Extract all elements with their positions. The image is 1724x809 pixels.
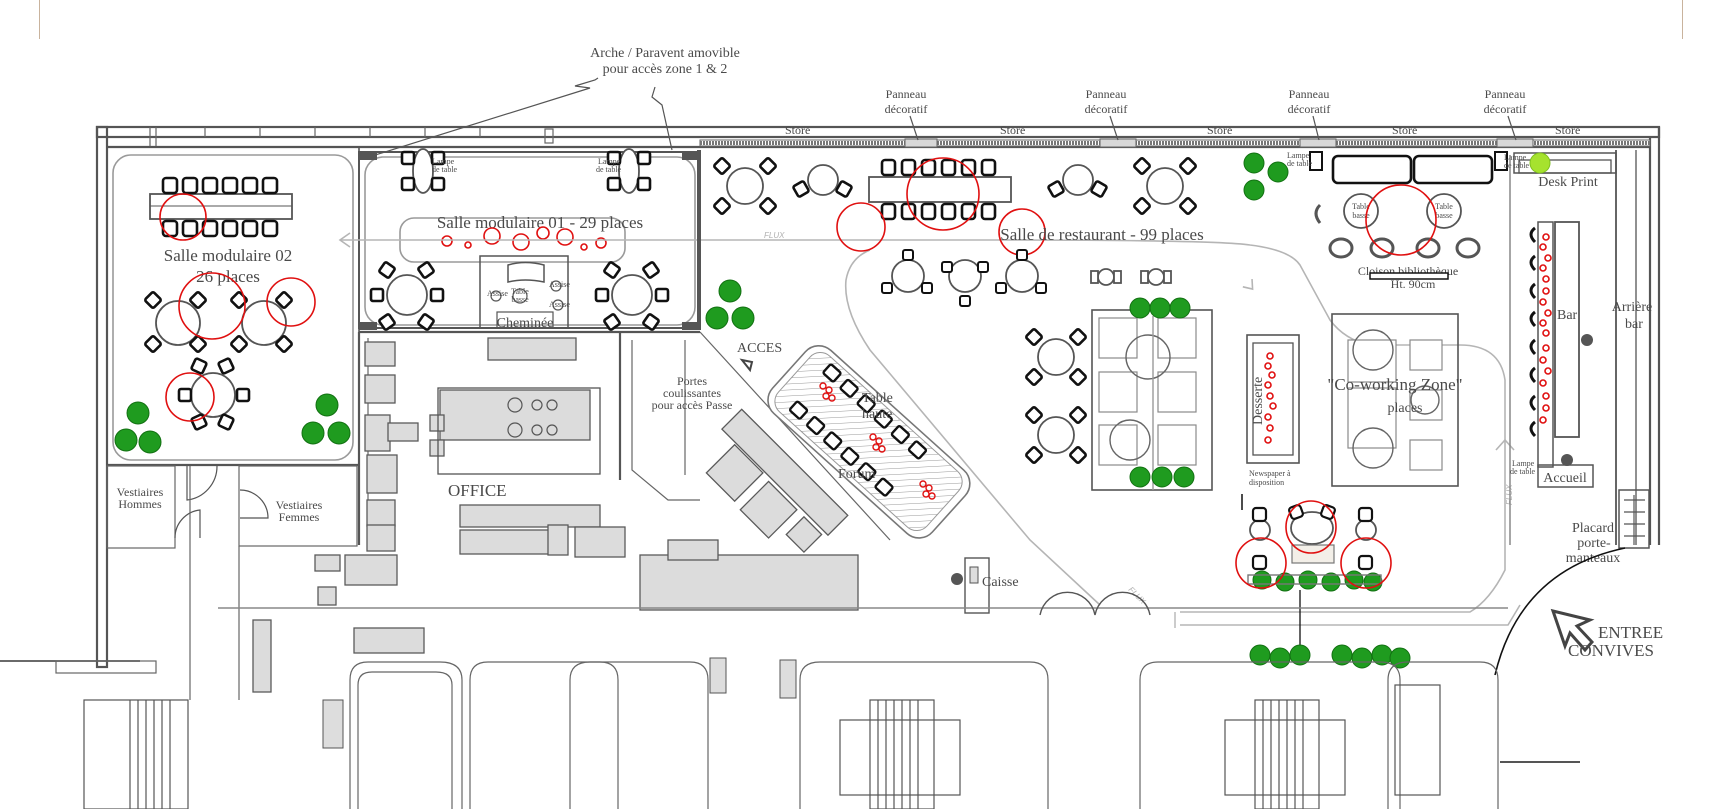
- flux-label: FLUX: [764, 231, 785, 240]
- staff-icon: [951, 573, 963, 585]
- small-tables: [1090, 268, 1172, 286]
- panneau-label: Panneau: [1485, 87, 1526, 101]
- arche-label-line2: pour accès zone 1 & 2: [603, 62, 728, 77]
- acces-arrow-icon: [739, 358, 754, 373]
- vestiaires-femmes-2: Femmes: [279, 510, 320, 524]
- table-basse-label: Table: [1352, 202, 1370, 211]
- assise-label: Assise: [549, 280, 570, 289]
- placard-label-3: manteaux: [1566, 551, 1620, 566]
- acces-label: ACCES: [737, 341, 782, 356]
- office-kitchen: OFFICE: [252, 330, 891, 693]
- lampe-label: Lampe: [432, 157, 455, 166]
- cheminee-label: Cheminée: [497, 316, 554, 331]
- store-label-3: Store: [1207, 123, 1232, 137]
- lampe-label: Lampe: [1512, 459, 1535, 468]
- caisse-label: Caisse: [982, 575, 1019, 590]
- table-basse-label: basse: [1435, 211, 1453, 220]
- newspaper-label: disposition: [1249, 478, 1284, 487]
- placard-label-2: porte-: [1577, 536, 1611, 551]
- table-haute-label-2: haute: [862, 407, 892, 422]
- entry-arrow-icon: [1550, 608, 1595, 653]
- acces-area: ACCES Portes coulissantes pour accès Pas…: [652, 341, 782, 412]
- panneau-label: Panneau: [886, 87, 927, 101]
- portes-label-2: coulissantes: [663, 386, 721, 400]
- staff-icon: [1581, 334, 1593, 346]
- arriere-bar-label-2: bar: [1625, 317, 1643, 332]
- entree-convives: ENTREE CONVIVES: [1494, 547, 1663, 676]
- lampe-label: Lampe: [1504, 153, 1527, 162]
- desserte-label: Desserte: [1251, 377, 1266, 425]
- panneau-label: décoratif: [1288, 102, 1331, 116]
- lampe-label: de table: [596, 165, 622, 174]
- lower-core: [0, 591, 1580, 809]
- lampe-label: de table: [1287, 159, 1313, 168]
- staff-icon: [1561, 454, 1573, 466]
- accueil-label: Accueil: [1543, 471, 1587, 486]
- panneau-label: décoratif: [1484, 102, 1527, 116]
- forum-label: Forum: [838, 467, 875, 482]
- plants-salle-02: [114, 393, 351, 454]
- assise-label: Assise: [549, 300, 570, 309]
- bar-label: Bar: [1557, 308, 1578, 323]
- store-label-4: Store: [1392, 123, 1417, 137]
- panneau-label: décoratif: [1085, 102, 1128, 116]
- arche-label-line1: Arche / Paravent amovible: [590, 46, 740, 61]
- vestiaires-hommes-2: Hommes: [118, 497, 162, 511]
- arche-annotation: Arche / Paravent amovible pour accès zon…: [371, 46, 740, 157]
- vestiaires-hommes-1: Vestiaires: [117, 485, 164, 499]
- store-label-2: Store: [1000, 123, 1025, 137]
- panneau-label: Panneau: [1289, 87, 1330, 101]
- portes-label-1: Portes: [677, 374, 707, 388]
- salle-01-title: Salle modulaire 01 - 29 places: [437, 213, 643, 232]
- coworking-places: places: [1388, 401, 1423, 416]
- newspaper-label: Newspaper à: [1249, 469, 1291, 478]
- office-label: OFFICE: [448, 481, 507, 500]
- vestiaires-femmes-1: Vestiaires: [276, 498, 323, 512]
- page-margin-rule-left: [39, 0, 40, 39]
- bistro-tables: [1235, 494, 1392, 665]
- table-basse-label: basse: [511, 295, 529, 304]
- salle-modulaire-01: Lampe de table Lampe de table Salle modu…: [358, 148, 700, 331]
- arriere-bar-label-1: Arrière: [1612, 300, 1652, 315]
- bar-area: Desk Print Bar Arrière bar Accueil Lampe…: [1509, 150, 1652, 566]
- page-margin-rule-right: [1682, 0, 1683, 39]
- lampe-label: de table: [432, 165, 458, 174]
- salle-de-restaurant: Salle de restaurant - 99 places: [697, 150, 1530, 669]
- lampe-label: Lampe: [1287, 151, 1310, 160]
- lampe-label: Lampe: [598, 157, 621, 166]
- plant-icon: [1529, 152, 1551, 174]
- table-basse-label: basse: [1352, 211, 1370, 220]
- store-label-1: Store: [785, 123, 810, 137]
- panneau-labels: Panneau décoratif Panneau décoratif Pann…: [885, 87, 1527, 141]
- entree-label-1: ENTREE: [1598, 623, 1663, 642]
- restaurant-title: Salle de restaurant - 99 places: [1000, 225, 1203, 244]
- salle-02-title: Salle modulaire 02: [164, 246, 292, 265]
- panneau-label: Panneau: [1086, 87, 1127, 101]
- desk-print-label: Desk Print: [1538, 175, 1598, 190]
- table-basse-label: Table: [1435, 202, 1453, 211]
- assise-label: Assise: [487, 289, 508, 298]
- table-basse-label: Table: [511, 287, 529, 296]
- coworking-title: "Co-working Zone": [1327, 375, 1462, 394]
- entree-label-2: CONVIVES: [1568, 641, 1654, 660]
- store-label-5: Store: [1555, 123, 1580, 137]
- portes-label-3: pour accès Passe: [652, 398, 733, 412]
- window-stores: Store Store Store Store Store: [699, 123, 1651, 148]
- caisse: Caisse: [951, 557, 1019, 614]
- building-walls: [95, 125, 1661, 669]
- cloison-label-2: Ht. 90cm: [1391, 277, 1436, 291]
- lampe-label: de table: [1504, 161, 1530, 170]
- vestiaires: Vestiaires Hommes Vestiaires Femmes: [106, 463, 359, 700]
- table-haute-label-1: Table: [862, 391, 893, 406]
- lampe-label: de table: [1510, 467, 1536, 476]
- forum-table-haute: Table haute Forum: [767, 344, 971, 539]
- panneau-label: décoratif: [885, 102, 928, 116]
- salle-modulaire-02: Salle modulaire 02 26 places: [106, 146, 360, 466]
- placard-label-1: Placard: [1572, 521, 1614, 536]
